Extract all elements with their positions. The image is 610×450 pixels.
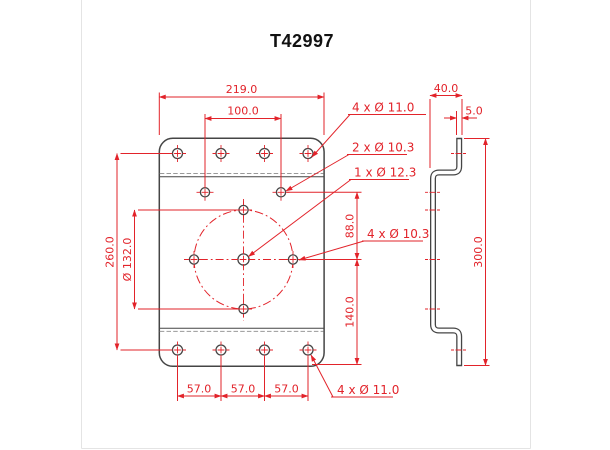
- front-view: 219.0 100.0 260.0 Ø 132.0 88: [104, 83, 429, 401]
- dim-thickness: 5.0: [444, 105, 483, 135]
- dim-pitch1-text: 57.0: [187, 383, 212, 396]
- dim-140-text: 140.0: [344, 296, 357, 328]
- dim-pitch3-text: 57.0: [274, 383, 299, 396]
- profile-hole-ticks: [425, 153, 467, 351]
- dim-overall-width: 219.0: [158, 83, 325, 135]
- bend-line-top: [159, 173, 324, 178]
- dim-center-to-bottom: 140.0: [312, 258, 362, 366]
- dim-88-text: 88.0: [344, 214, 357, 239]
- callout-circle-holes: 4 x Ø 10.3: [298, 227, 429, 261]
- hole-row-top: [169, 145, 317, 162]
- dim-upper-spacing: 100.0: [204, 105, 282, 188]
- callout-bottom-holes: 4 x Ø 11.0: [310, 354, 399, 398]
- callout-bottom-holes-text: 4 x Ø 11.0: [337, 383, 399, 397]
- dim-side-height: 300.0: [464, 137, 490, 367]
- dim-bolt-circle: Ø 132.0: [121, 209, 240, 310]
- dim-hole-rows-height: 260.0: [104, 152, 171, 351]
- callout-center-hole-text: 1 x Ø 12.3: [354, 166, 416, 180]
- dim-bolt-circle-text: Ø 132.0: [121, 238, 134, 282]
- callout-top-holes-text: 4 x Ø 11.0: [352, 101, 414, 115]
- profile-inner: [431, 139, 461, 365]
- callout-top-holes: 4 x Ø 11.0: [311, 101, 426, 158]
- dim-pitch2-text: 57.0: [231, 383, 256, 396]
- dim-300-text: 300.0: [472, 236, 485, 268]
- bend-line-bottom: [159, 327, 324, 332]
- callout-center-hole: 1 x Ø 12.3: [248, 166, 416, 257]
- hole-group-circle: [185, 201, 302, 318]
- callout-circle-holes-text: 4 x Ø 10.3: [367, 227, 429, 241]
- card-border: [81, 0, 531, 449]
- side-view: 40.0 5.0 300.0: [425, 82, 490, 367]
- dim-5-text: 5.0: [465, 105, 483, 118]
- callout-upper-holes: 2 x Ø 10.3: [285, 141, 414, 192]
- part-number-title: T42997: [270, 31, 334, 51]
- hole-row-bottom: [169, 341, 317, 359]
- callout-upper-holes-text: 2 x Ø 10.3: [352, 141, 414, 155]
- dim-40-text: 40.0: [434, 82, 459, 95]
- plate-outline: [158, 137, 325, 368]
- dim-upper-spacing-text: 100.0: [227, 105, 259, 118]
- dim-width-text: 219.0: [226, 83, 258, 96]
- dim-bottom-pitch: 57.0 57.0 57.0: [176, 357, 309, 401]
- dim-height-text: 260.0: [104, 236, 117, 268]
- dim-upper-to-center: 88.0: [287, 191, 362, 261]
